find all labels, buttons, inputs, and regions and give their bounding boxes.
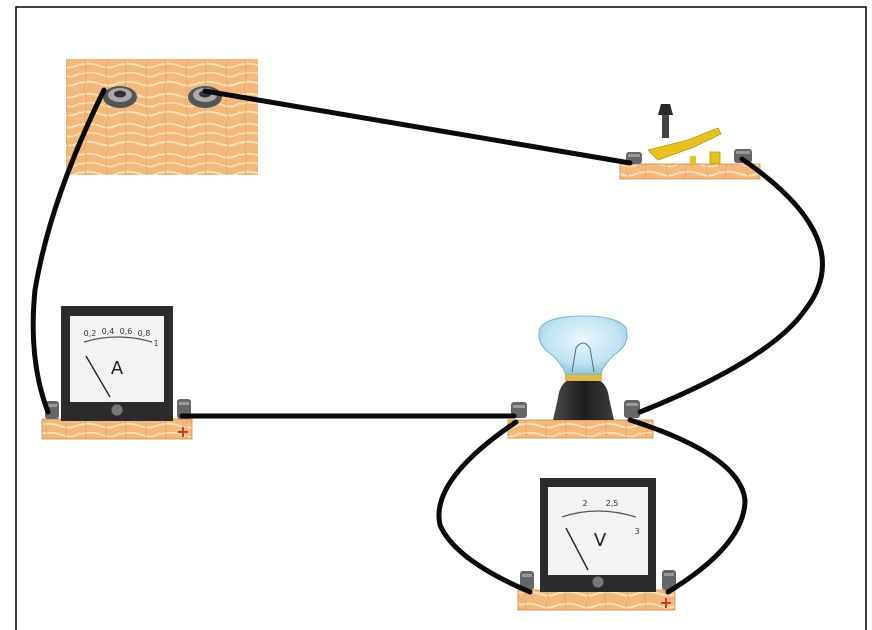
ammeter-scale-end: 1 [153, 339, 158, 348]
switch-base [619, 163, 761, 180]
lamp-filament [571, 342, 595, 373]
diagram-frame [15, 6, 867, 630]
voltmeter: 2 2,5 3 V + [517, 478, 676, 612]
ammeter-needle [85, 355, 111, 398]
ammeter: 0,2 0,4 0,6 0,8 1 A + [41, 306, 193, 441]
power-source-block [66, 59, 258, 175]
knife-switch [619, 104, 761, 180]
lamp-socket [553, 378, 614, 420]
wire-lamp-to-voltmeter-right [627, 417, 748, 595]
voltmeter-face [548, 487, 648, 575]
ammeter-base [41, 418, 193, 440]
wire-source-to-ammeter [30, 87, 107, 415]
switch-terminal-right [734, 149, 752, 163]
lamp-terminal-right [624, 400, 640, 418]
voltmeter-needle [565, 527, 589, 571]
voltmeter-scale-label: 2,5 [606, 499, 619, 508]
switch-blade [647, 127, 722, 161]
voltmeter-terminal-left [520, 571, 534, 590]
ammeter-scale-label: 0,4 [102, 327, 115, 336]
voltmeter-symbol: V [594, 530, 607, 551]
ammeter-scale-label: 0,2 [84, 329, 97, 338]
ammeter-scale-label: 0,8 [138, 329, 151, 338]
power-source-terminal-left [103, 86, 137, 108]
switch-contact [709, 151, 721, 165]
voltmeter-plus-mark: + [659, 593, 672, 612]
voltmeter-scale-label: 2 [582, 499, 587, 508]
power-source [66, 59, 258, 175]
lamp-bulb [538, 315, 628, 375]
voltmeter-scale-arc [561, 510, 637, 518]
ammeter-face [70, 316, 164, 402]
ammeter-symbol: A [111, 358, 124, 379]
wires [30, 87, 825, 595]
switch-handle [658, 104, 673, 138]
ammeter-plus-mark: + [176, 422, 189, 441]
voltmeter-scale-label: 3 [634, 527, 639, 536]
wire-switch-to-lamp [637, 156, 825, 415]
ammeter-scale-label: 0,6 [120, 327, 133, 336]
lamp [507, 315, 654, 439]
wire-lamp-to-voltmeter-left [436, 419, 533, 595]
wire-source-to-switch [202, 88, 633, 166]
voltmeter-terminal-right [662, 570, 676, 590]
voltmeter-base [517, 589, 676, 611]
ammeter-terminal-left [45, 401, 59, 419]
ammeter-scale-arc [83, 336, 153, 343]
voltmeter-adjust-screw [591, 575, 605, 589]
ammeter-adjust-screw [110, 403, 124, 417]
